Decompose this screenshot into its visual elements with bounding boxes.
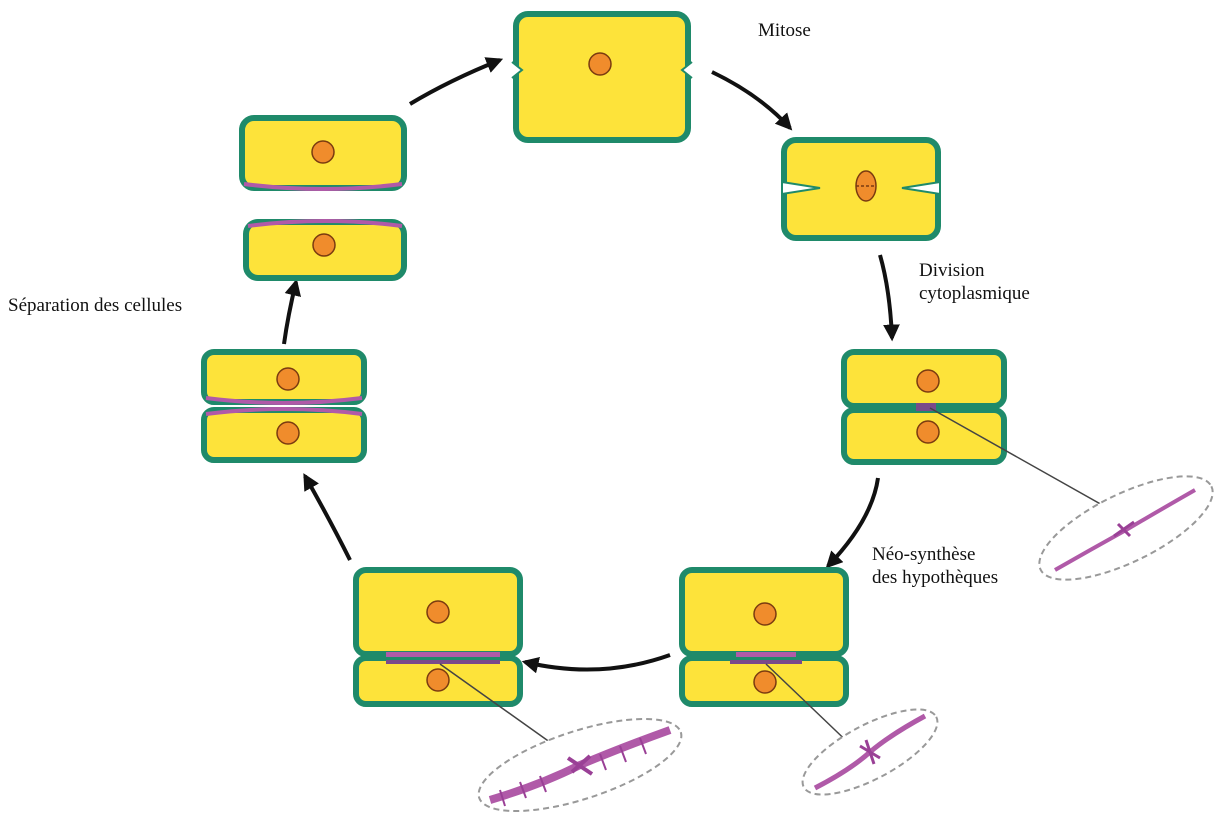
arrow-to-separated-cells [284, 282, 296, 344]
cell-separated-upper [242, 118, 404, 189]
label-division-line2: cytoplasmique [919, 282, 1030, 305]
arrow-bottom-left [525, 655, 670, 670]
nucleus [313, 234, 335, 256]
cell-separating-pair [204, 352, 364, 460]
label-division-line1: Division [919, 259, 1030, 282]
arrow-division-down [880, 255, 892, 338]
cell-bottom-left [356, 570, 520, 704]
nucleus-top [754, 603, 776, 625]
nucleus [312, 141, 334, 163]
cell-wall-synthesis [682, 570, 846, 704]
arrow-mitose-to-division [712, 72, 790, 128]
label-neo-synthese: Néo-synthèse des hypothèques [872, 543, 998, 589]
nucleus-top [427, 601, 449, 623]
label-neo-line1: Néo-synthèse [872, 543, 998, 566]
callout-bottom-left [469, 700, 692, 830]
arrow-to-neo-synthese [828, 478, 878, 566]
cell-mitose [512, 14, 692, 140]
nucleus [589, 53, 611, 75]
nucleus-top [917, 370, 939, 392]
cell-dividing-nucleus [782, 140, 940, 238]
nucleus-bottom [917, 421, 939, 443]
nucleus-bottom [427, 669, 449, 691]
label-mitose: Mitose [758, 19, 811, 42]
arrow-to-separation-pair [305, 476, 350, 560]
nucleus-bottom [277, 422, 299, 444]
nucleus-top [277, 368, 299, 390]
cell-cytokinesis [844, 352, 1004, 462]
cell-separated-lower [246, 221, 404, 278]
nucleus-bottom [754, 671, 776, 693]
label-division-cytoplasmique: Division cytoplasmique [919, 259, 1030, 305]
label-separation-des-cellules: Séparation des cellules [8, 294, 182, 317]
arrow-to-mitose [410, 60, 500, 104]
label-neo-line2: des hypothèques [872, 566, 998, 589]
